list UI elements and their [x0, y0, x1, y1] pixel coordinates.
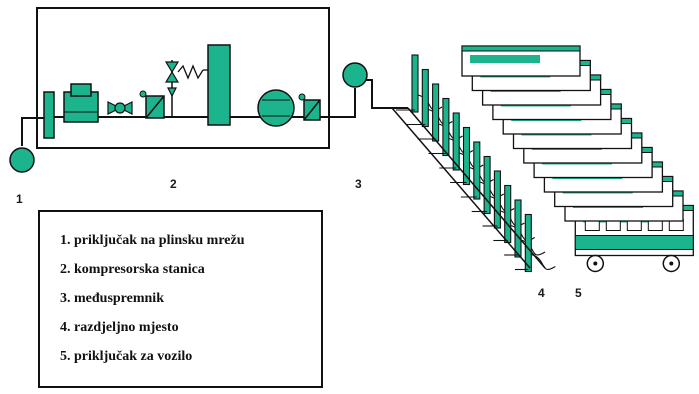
legend-list: 1. priključak na plinsku mrežu 2. kompre… — [40, 212, 321, 371]
label-number-4: 4 — [538, 286, 545, 300]
dispenser — [483, 155, 491, 215]
heat-exchanger-icon — [139, 90, 165, 119]
compressor-icon — [257, 89, 295, 127]
legend-item: 3. međuspremnik — [60, 291, 164, 306]
bus-wheel-hub — [593, 261, 598, 266]
dispenser — [442, 97, 450, 157]
dispenser — [524, 213, 532, 273]
label-number-3: 3 — [355, 177, 362, 191]
legend-box: 1. priključak na plinsku mrežu 2. kompre… — [38, 210, 323, 388]
legend-item: 2. kompresorska stanica — [60, 262, 205, 277]
bus-roof — [461, 45, 581, 52]
dispenser — [504, 184, 512, 244]
label-number-2: 2 — [170, 177, 177, 191]
manifold-pipe — [407, 107, 546, 269]
manifold-pipe — [391, 107, 531, 269]
compressor-station-box — [36, 7, 330, 149]
dispenser — [432, 83, 440, 142]
buffer-tank-icon — [342, 62, 368, 88]
bus-windows — [470, 55, 540, 63]
label-number-5: 5 — [575, 286, 582, 300]
dispenser — [452, 112, 460, 171]
fuel-hose — [520, 239, 546, 256]
label-number-1: 1 — [16, 192, 23, 206]
dispenser — [514, 199, 522, 258]
dispenser — [462, 126, 471, 186]
gas-network-connection-icon — [9, 147, 35, 173]
dispenser — [411, 54, 419, 113]
legend-item: 1. priključak na plinsku mrežu — [60, 233, 245, 248]
legend-item: 5. priključak za vozilo — [60, 349, 193, 364]
dispenser — [493, 170, 501, 229]
storage-tank-icon — [207, 44, 231, 126]
legend-item: 4. razdjeljno mjesto — [60, 320, 179, 335]
bus-wheel-hub — [669, 261, 674, 266]
valve-icon — [107, 101, 133, 115]
bus-side-band — [574, 235, 694, 250]
dispenser — [473, 141, 481, 200]
outlet-dryer-icon — [298, 93, 321, 121]
distribution-array — [391, 45, 694, 273]
compressor-unit-icon — [63, 83, 99, 123]
safety-valve-icon — [164, 60, 208, 117]
filter-icon — [43, 91, 55, 139]
dispenser — [421, 68, 429, 128]
